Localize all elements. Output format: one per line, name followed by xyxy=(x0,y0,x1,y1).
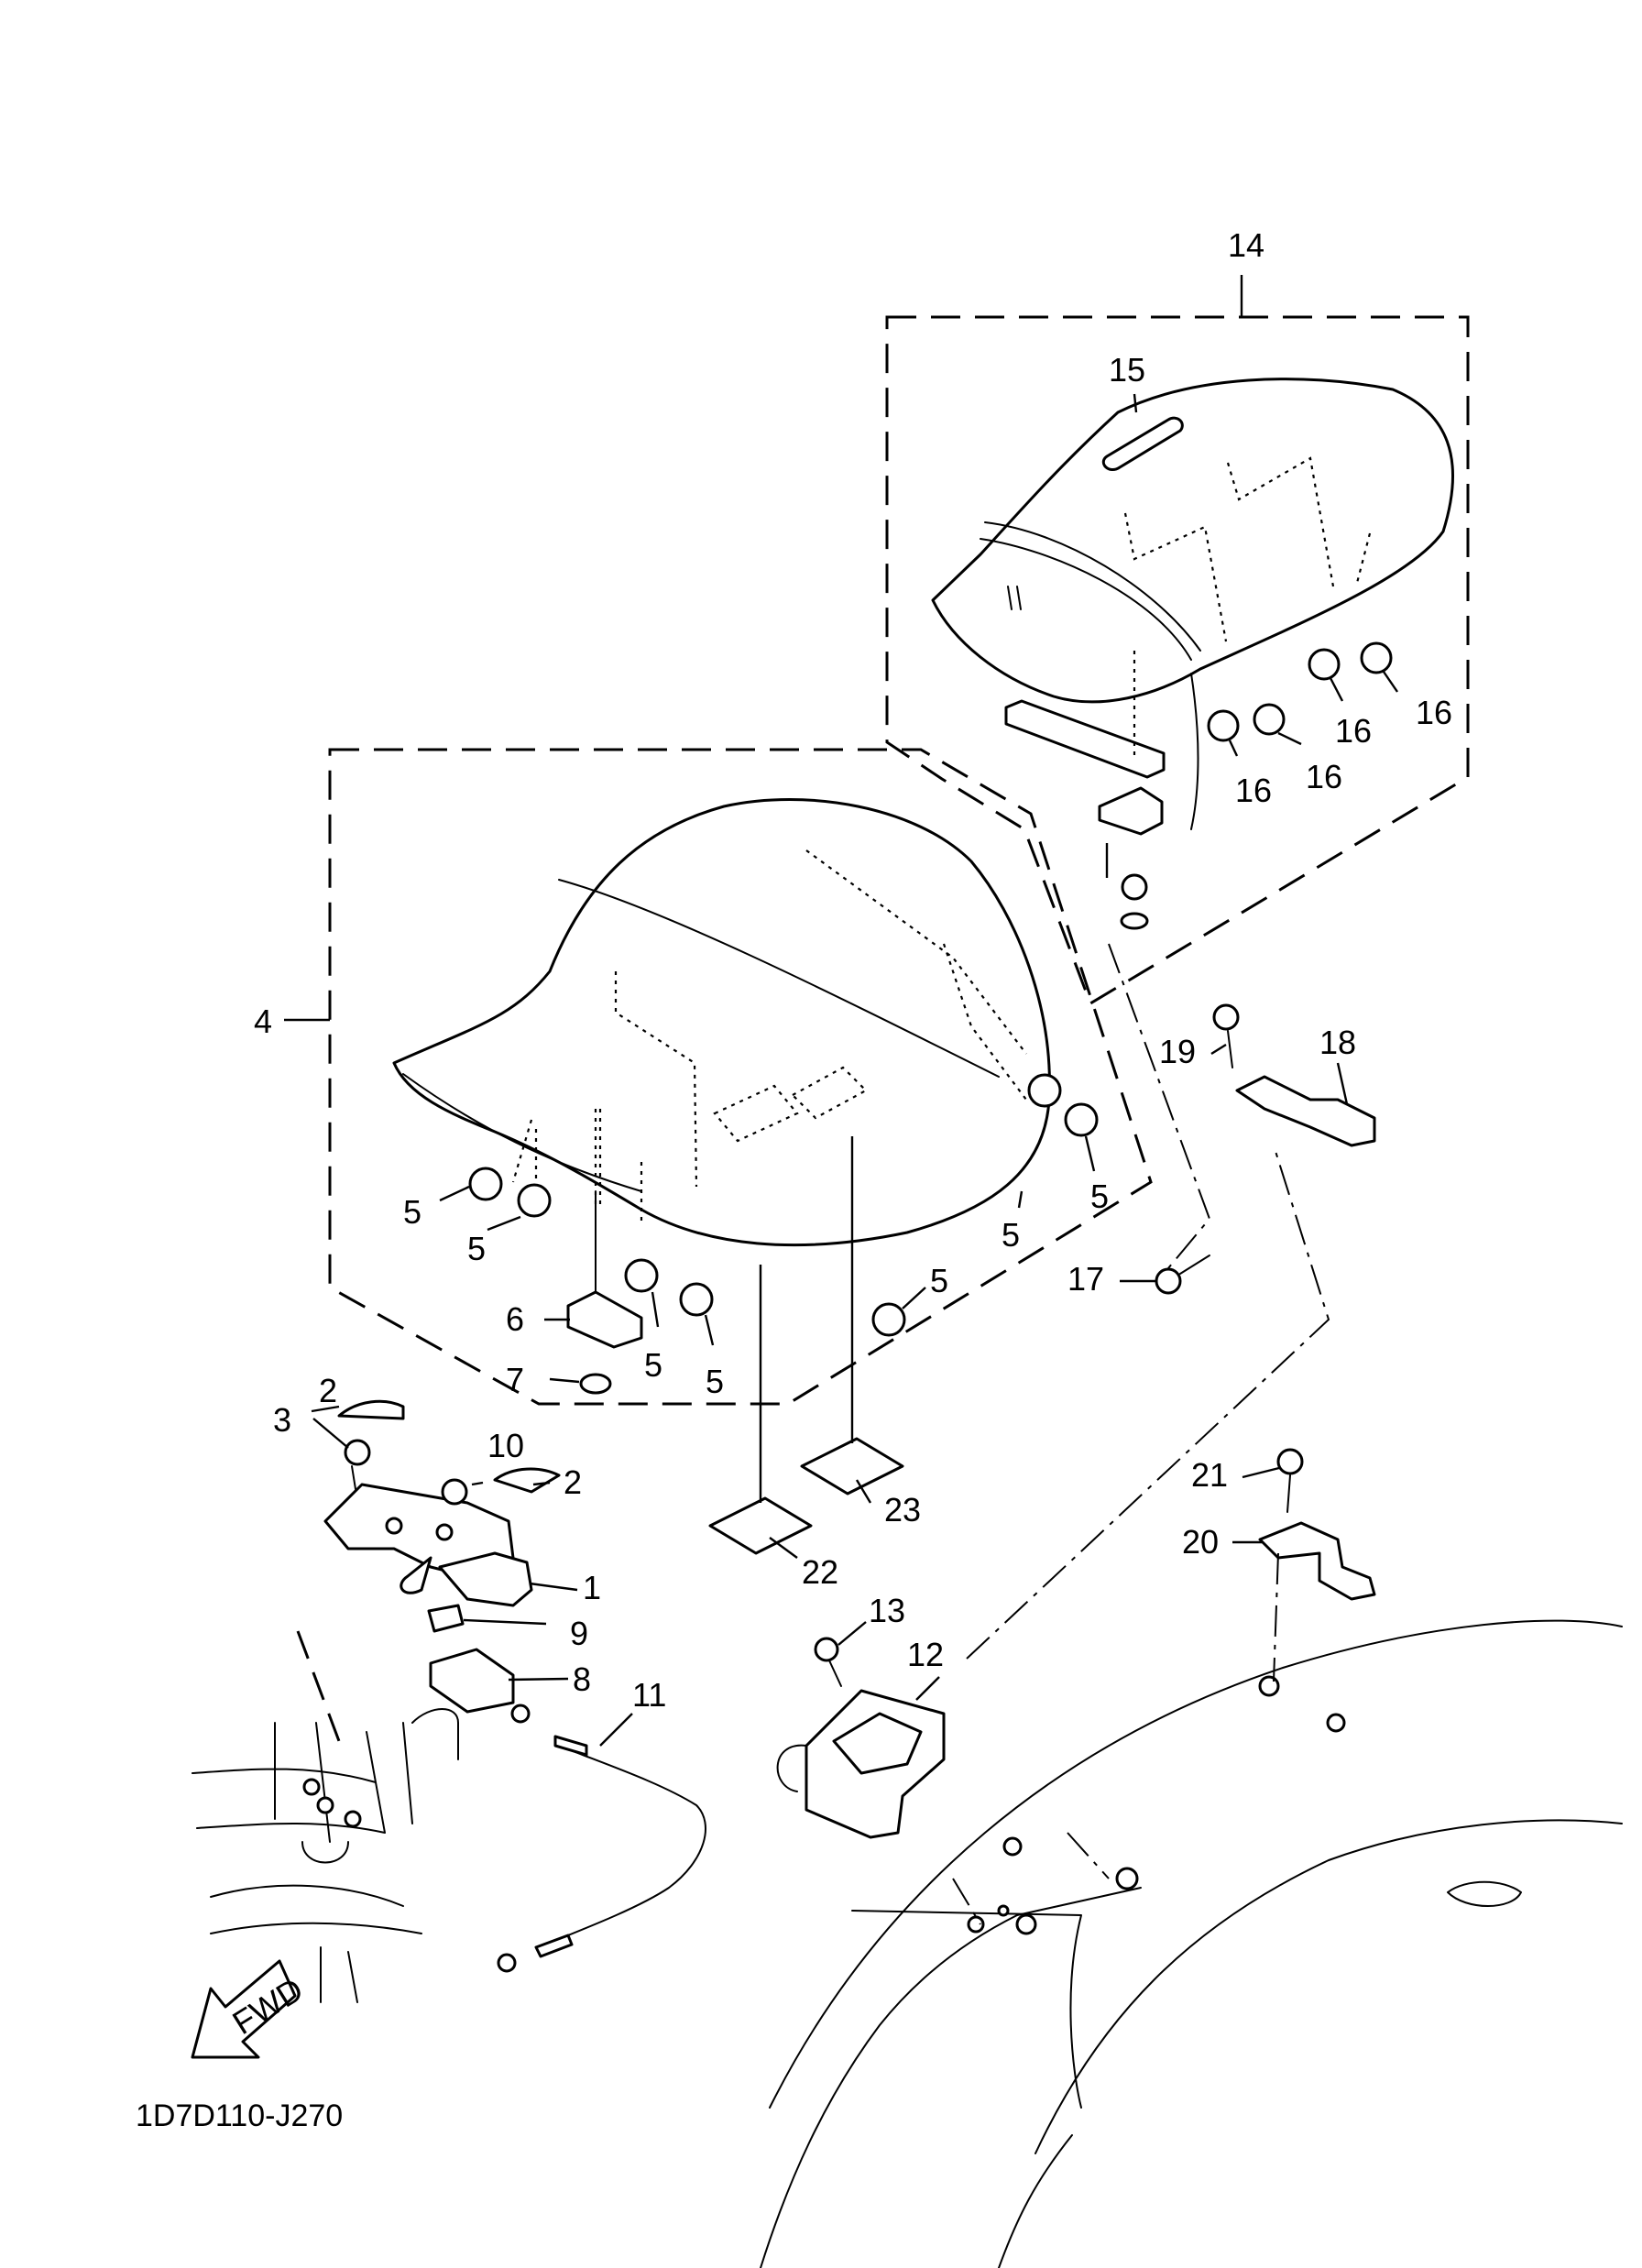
label-11: 11 xyxy=(632,1676,666,1714)
rear-nut-group xyxy=(1207,641,1393,742)
label-15: 15 xyxy=(1109,351,1145,389)
seat-lock-cable-11 xyxy=(497,1704,706,1973)
protector-sheets xyxy=(708,1136,904,1555)
seat-lock-catch-12 xyxy=(776,1637,946,1839)
label-16b: 16 xyxy=(1416,694,1452,731)
label-5c: 5 xyxy=(644,1346,662,1384)
label-12: 12 xyxy=(907,1636,944,1673)
label-7: 7 xyxy=(506,1361,524,1398)
grab-bar-20-bolt-21 xyxy=(1258,1448,1376,1601)
hook-18-bolt-19 xyxy=(1155,1003,1376,1295)
label-20: 20 xyxy=(1182,1523,1219,1561)
label-14: 14 xyxy=(1228,226,1264,264)
rear-seat-bracket xyxy=(1004,651,1166,930)
label-5a: 5 xyxy=(403,1193,421,1231)
main-seat xyxy=(392,798,1051,1247)
label-5b: 5 xyxy=(467,1230,486,1267)
label-5g: 5 xyxy=(1090,1178,1109,1215)
fwd-arrow-icon: FWD xyxy=(191,1959,310,2059)
label-9: 9 xyxy=(570,1615,588,1652)
label-16d: 16 xyxy=(1306,758,1342,795)
label-2a: 2 xyxy=(319,1372,337,1409)
label-16c: 16 xyxy=(1235,772,1272,809)
label-5d: 5 xyxy=(706,1363,724,1400)
seat-lock-bracket xyxy=(323,1399,561,1714)
label-16a: 16 xyxy=(1335,712,1372,750)
rear-seat xyxy=(931,378,1454,830)
label-21: 21 xyxy=(1191,1456,1228,1494)
label-5e: 5 xyxy=(930,1262,948,1299)
label-18: 18 xyxy=(1319,1024,1356,1061)
label-8: 8 xyxy=(573,1660,591,1698)
assembly-4-boundary xyxy=(328,748,1153,1406)
rear-fender xyxy=(760,1619,1623,2268)
main-nut-group xyxy=(468,1073,1099,1337)
frame-section xyxy=(192,1630,459,2003)
label-1: 1 xyxy=(583,1569,601,1606)
part-labels: 14 15 16 16 16 16 4 5 5 5 5 5 5 5 6 7 2 … xyxy=(254,226,1452,1714)
label-22: 22 xyxy=(802,1553,838,1591)
label-13: 13 xyxy=(869,1592,905,1629)
diagram-code: 1D7D110-J270 xyxy=(136,2098,343,2133)
label-3: 3 xyxy=(273,1401,291,1439)
label-4: 4 xyxy=(254,1003,272,1040)
main-seat-bracket-6 xyxy=(566,1190,643,1395)
label-5f: 5 xyxy=(1002,1216,1020,1254)
label-17: 17 xyxy=(1067,1260,1104,1298)
label-19: 19 xyxy=(1159,1033,1196,1070)
label-10: 10 xyxy=(487,1427,524,1464)
assembly-14-boundary xyxy=(885,315,1470,1006)
leader-lines xyxy=(311,393,1398,1747)
label-23: 23 xyxy=(884,1491,921,1528)
label-2b: 2 xyxy=(564,1463,582,1501)
chain-lines xyxy=(952,943,1330,1925)
label-6: 6 xyxy=(506,1300,524,1338)
